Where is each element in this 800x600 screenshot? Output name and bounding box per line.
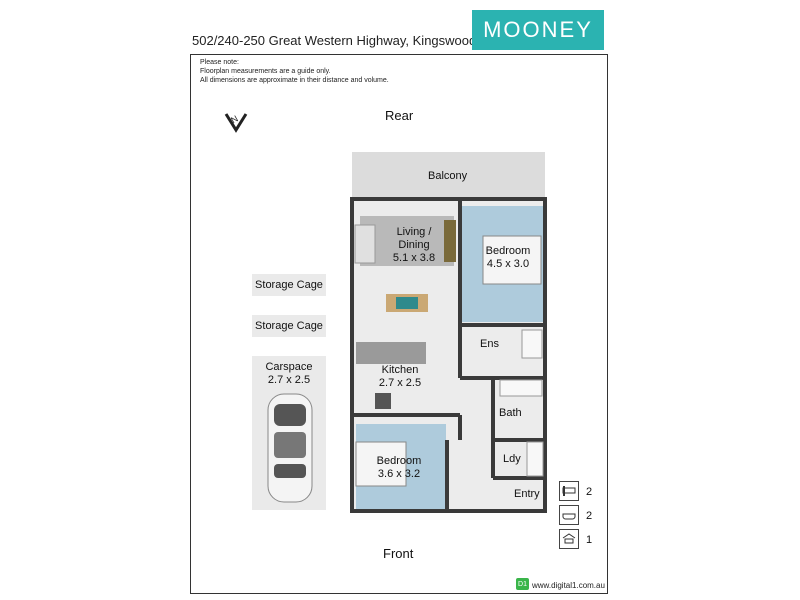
note-line: All dimensions are approximate in their …: [200, 77, 389, 84]
bath-icon: [562, 513, 576, 520]
tv-unit: [444, 220, 456, 262]
note-line: Please note:: [200, 59, 239, 66]
storage-cage-1: Storage Cage: [252, 274, 326, 296]
living-name-2: Dining: [398, 239, 430, 251]
brand-logo: MOONEY: [472, 10, 604, 50]
cooktop: [375, 393, 391, 409]
property-address: 502/240-250 Great Western Highway, Kings…: [192, 33, 477, 48]
carspace-name: Carspace: [265, 361, 313, 373]
carspace-dims: 2.7 x 2.5: [267, 374, 311, 386]
bedroom-2-dims: 3.6 x 3.2: [377, 468, 421, 480]
balcony-label: Balcony: [428, 170, 468, 182]
bathtub: [499, 379, 543, 397]
bedroom-1-name: Bedroom: [485, 245, 531, 257]
bed-icon: [562, 486, 576, 496]
rear-label: Rear: [385, 108, 414, 123]
bath-label: Bath: [499, 407, 522, 419]
parking-count: 1: [586, 534, 593, 546]
kitchen-island: [356, 342, 426, 364]
parking-legend: [559, 529, 579, 549]
north-arrow-icon: N: [224, 113, 248, 133]
living-dims: 5.1 x 3.8: [392, 252, 436, 264]
north-label: N: [229, 113, 240, 125]
car-garage-icon: [562, 533, 576, 544]
living-name: Living /: [396, 226, 432, 238]
bathrooms-legend: [559, 505, 579, 525]
footer-url: www.digital1.com.au: [532, 581, 605, 590]
bedrooms-legend: [559, 481, 579, 501]
rug: [360, 216, 454, 266]
note-line: Floorplan measurements are a guide only.: [200, 68, 331, 75]
storage-cage-2: Storage Cage: [252, 315, 326, 337]
kitchen-label: Kitchen 2.7 x 2.5: [372, 364, 428, 390]
digital1-logo: D1: [516, 578, 529, 590]
balcony-area: [352, 152, 545, 199]
ensuite-label: Ens: [480, 338, 499, 350]
ensuite-shower: [521, 329, 543, 359]
bedroom-2-label: Bedroom 3.6 x 3.2: [372, 455, 426, 481]
bed-2: [355, 441, 407, 487]
bed-1: [482, 235, 542, 285]
disclaimer-notes: Please note: Floorplan measurements are …: [200, 58, 389, 85]
bedrooms-count: 2: [586, 486, 593, 498]
front-label: Front: [383, 546, 414, 561]
laundry-unit: [526, 441, 544, 477]
bedroom-2-name: Bedroom: [376, 455, 422, 467]
car-icon: [267, 393, 313, 503]
laundry-label: Ldy: [503, 453, 521, 465]
carspace-label: Carspace 2.7 x 2.5: [262, 361, 316, 387]
table-top: [396, 297, 418, 309]
bedroom-1-label: Bedroom 4.5 x 3.0: [481, 245, 535, 271]
bedroom-1-dims: 4.5 x 3.0: [486, 258, 530, 270]
bathrooms-count: 2: [586, 510, 593, 522]
entry-label: Entry: [514, 488, 540, 500]
kitchen-name: Kitchen: [381, 364, 419, 376]
kitchen-dims: 2.7 x 2.5: [378, 377, 422, 389]
living-label: Living / Dining 5.1 x 3.8: [392, 226, 436, 265]
sofa: [354, 224, 376, 264]
